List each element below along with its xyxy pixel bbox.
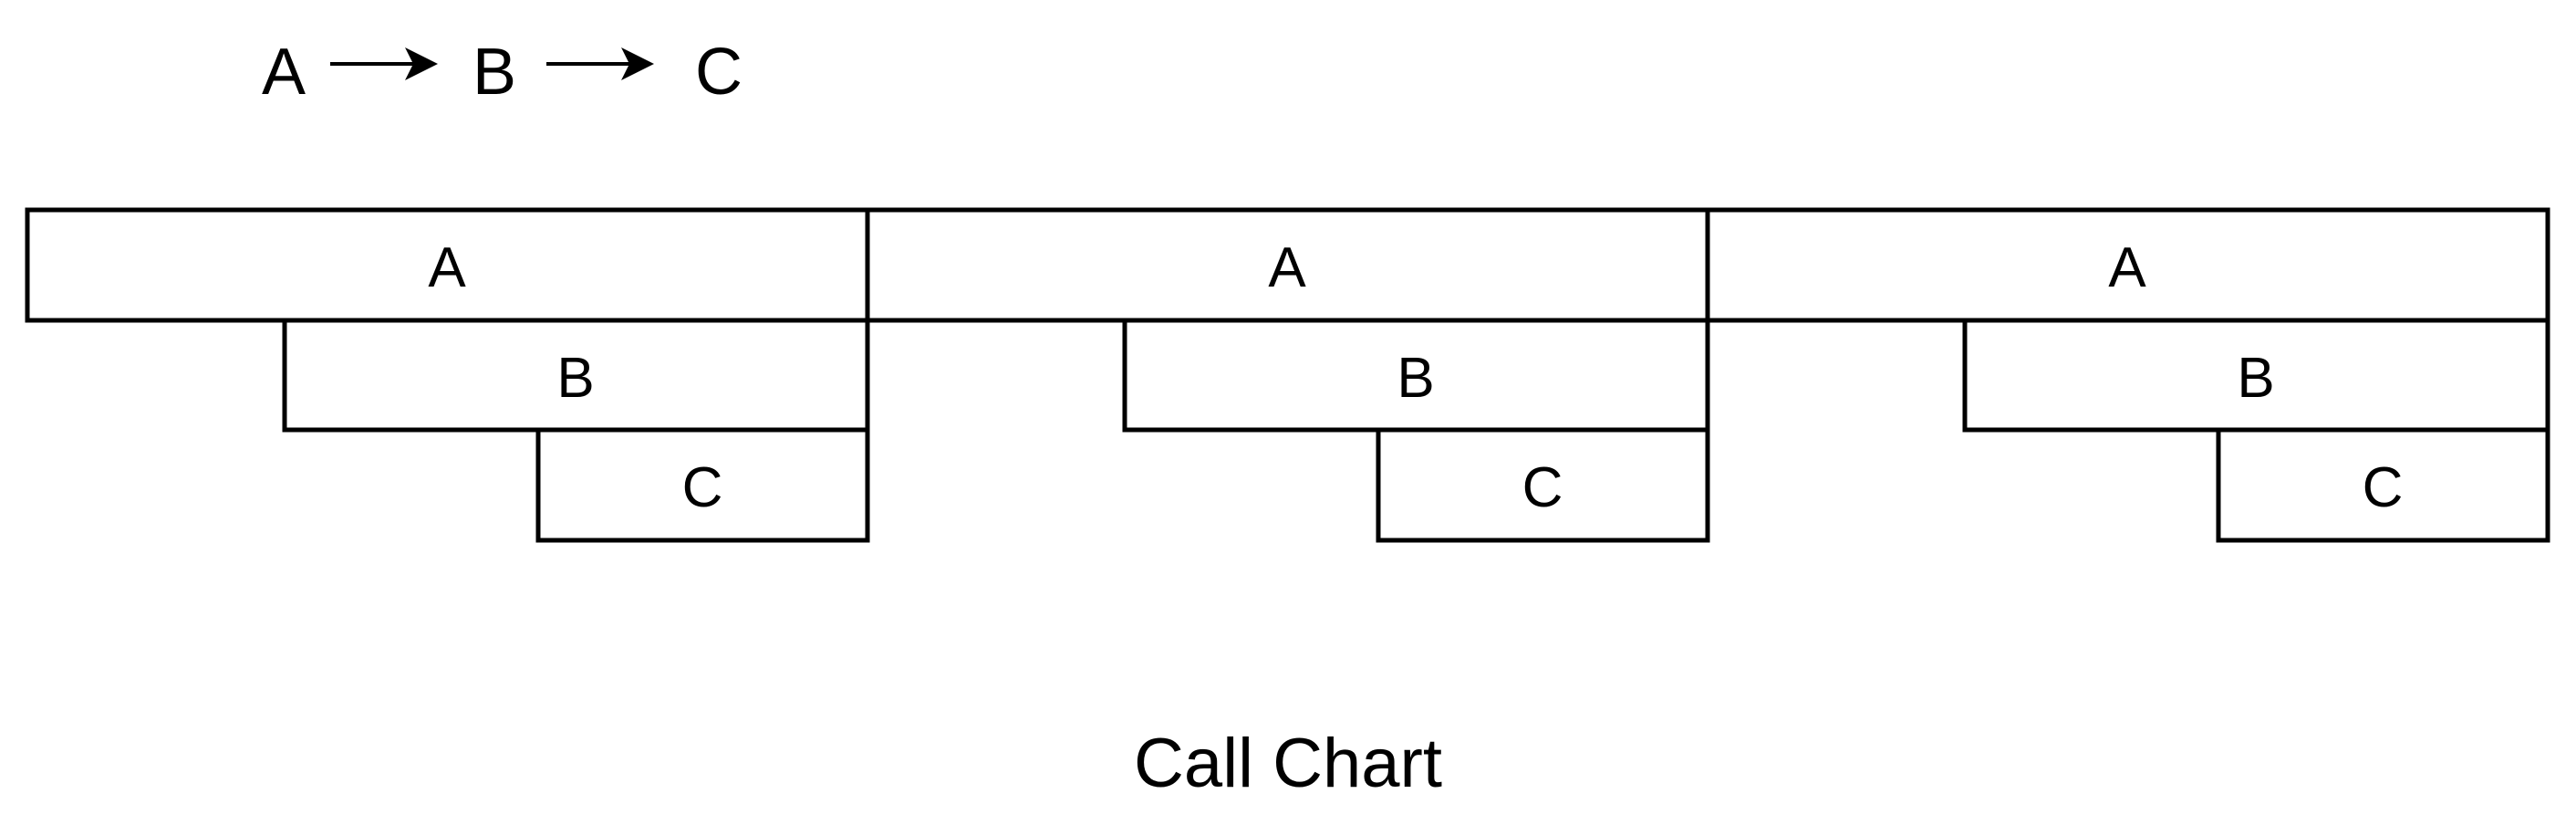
call-frame-c-box — [2216, 427, 2550, 543]
sequence-node-b: B — [473, 36, 516, 109]
call-frame-a-label: A — [1268, 236, 1306, 299]
call-sequence-header: A B C — [262, 36, 743, 109]
call-frame-a-box — [25, 207, 870, 323]
invocation-group-2: A B C — [865, 207, 1710, 543]
invocation-group-3: A B C — [1705, 207, 2550, 543]
sequence-node-a: A — [262, 36, 306, 109]
call-frame-b-box — [1122, 318, 1710, 433]
call-frame-a-box — [1705, 207, 2550, 323]
call-frame-c-box — [535, 427, 870, 543]
call-frame-a-label: A — [428, 236, 466, 299]
call-frame-c-label: C — [682, 456, 723, 519]
sequence-node-c: C — [695, 36, 743, 109]
call-frame-b-label: B — [556, 347, 594, 410]
arrow-right-icon — [546, 47, 654, 80]
invocation-group-1: A B C — [25, 207, 870, 543]
call-frame-a-label: A — [2108, 236, 2146, 299]
arrow-right-icon — [330, 47, 438, 80]
call-frame-b-label: B — [1397, 347, 1434, 410]
call-frame-c-label: C — [2363, 456, 2404, 519]
call-frame-a-box — [865, 207, 1710, 323]
call-frame-b-label: B — [2237, 347, 2274, 410]
call-frame-b-box — [1962, 318, 2550, 433]
diagram-title: Call Chart — [1134, 725, 1442, 802]
call-frame-c-label: C — [1522, 456, 1563, 519]
call-frame-c-box — [1376, 427, 1710, 543]
